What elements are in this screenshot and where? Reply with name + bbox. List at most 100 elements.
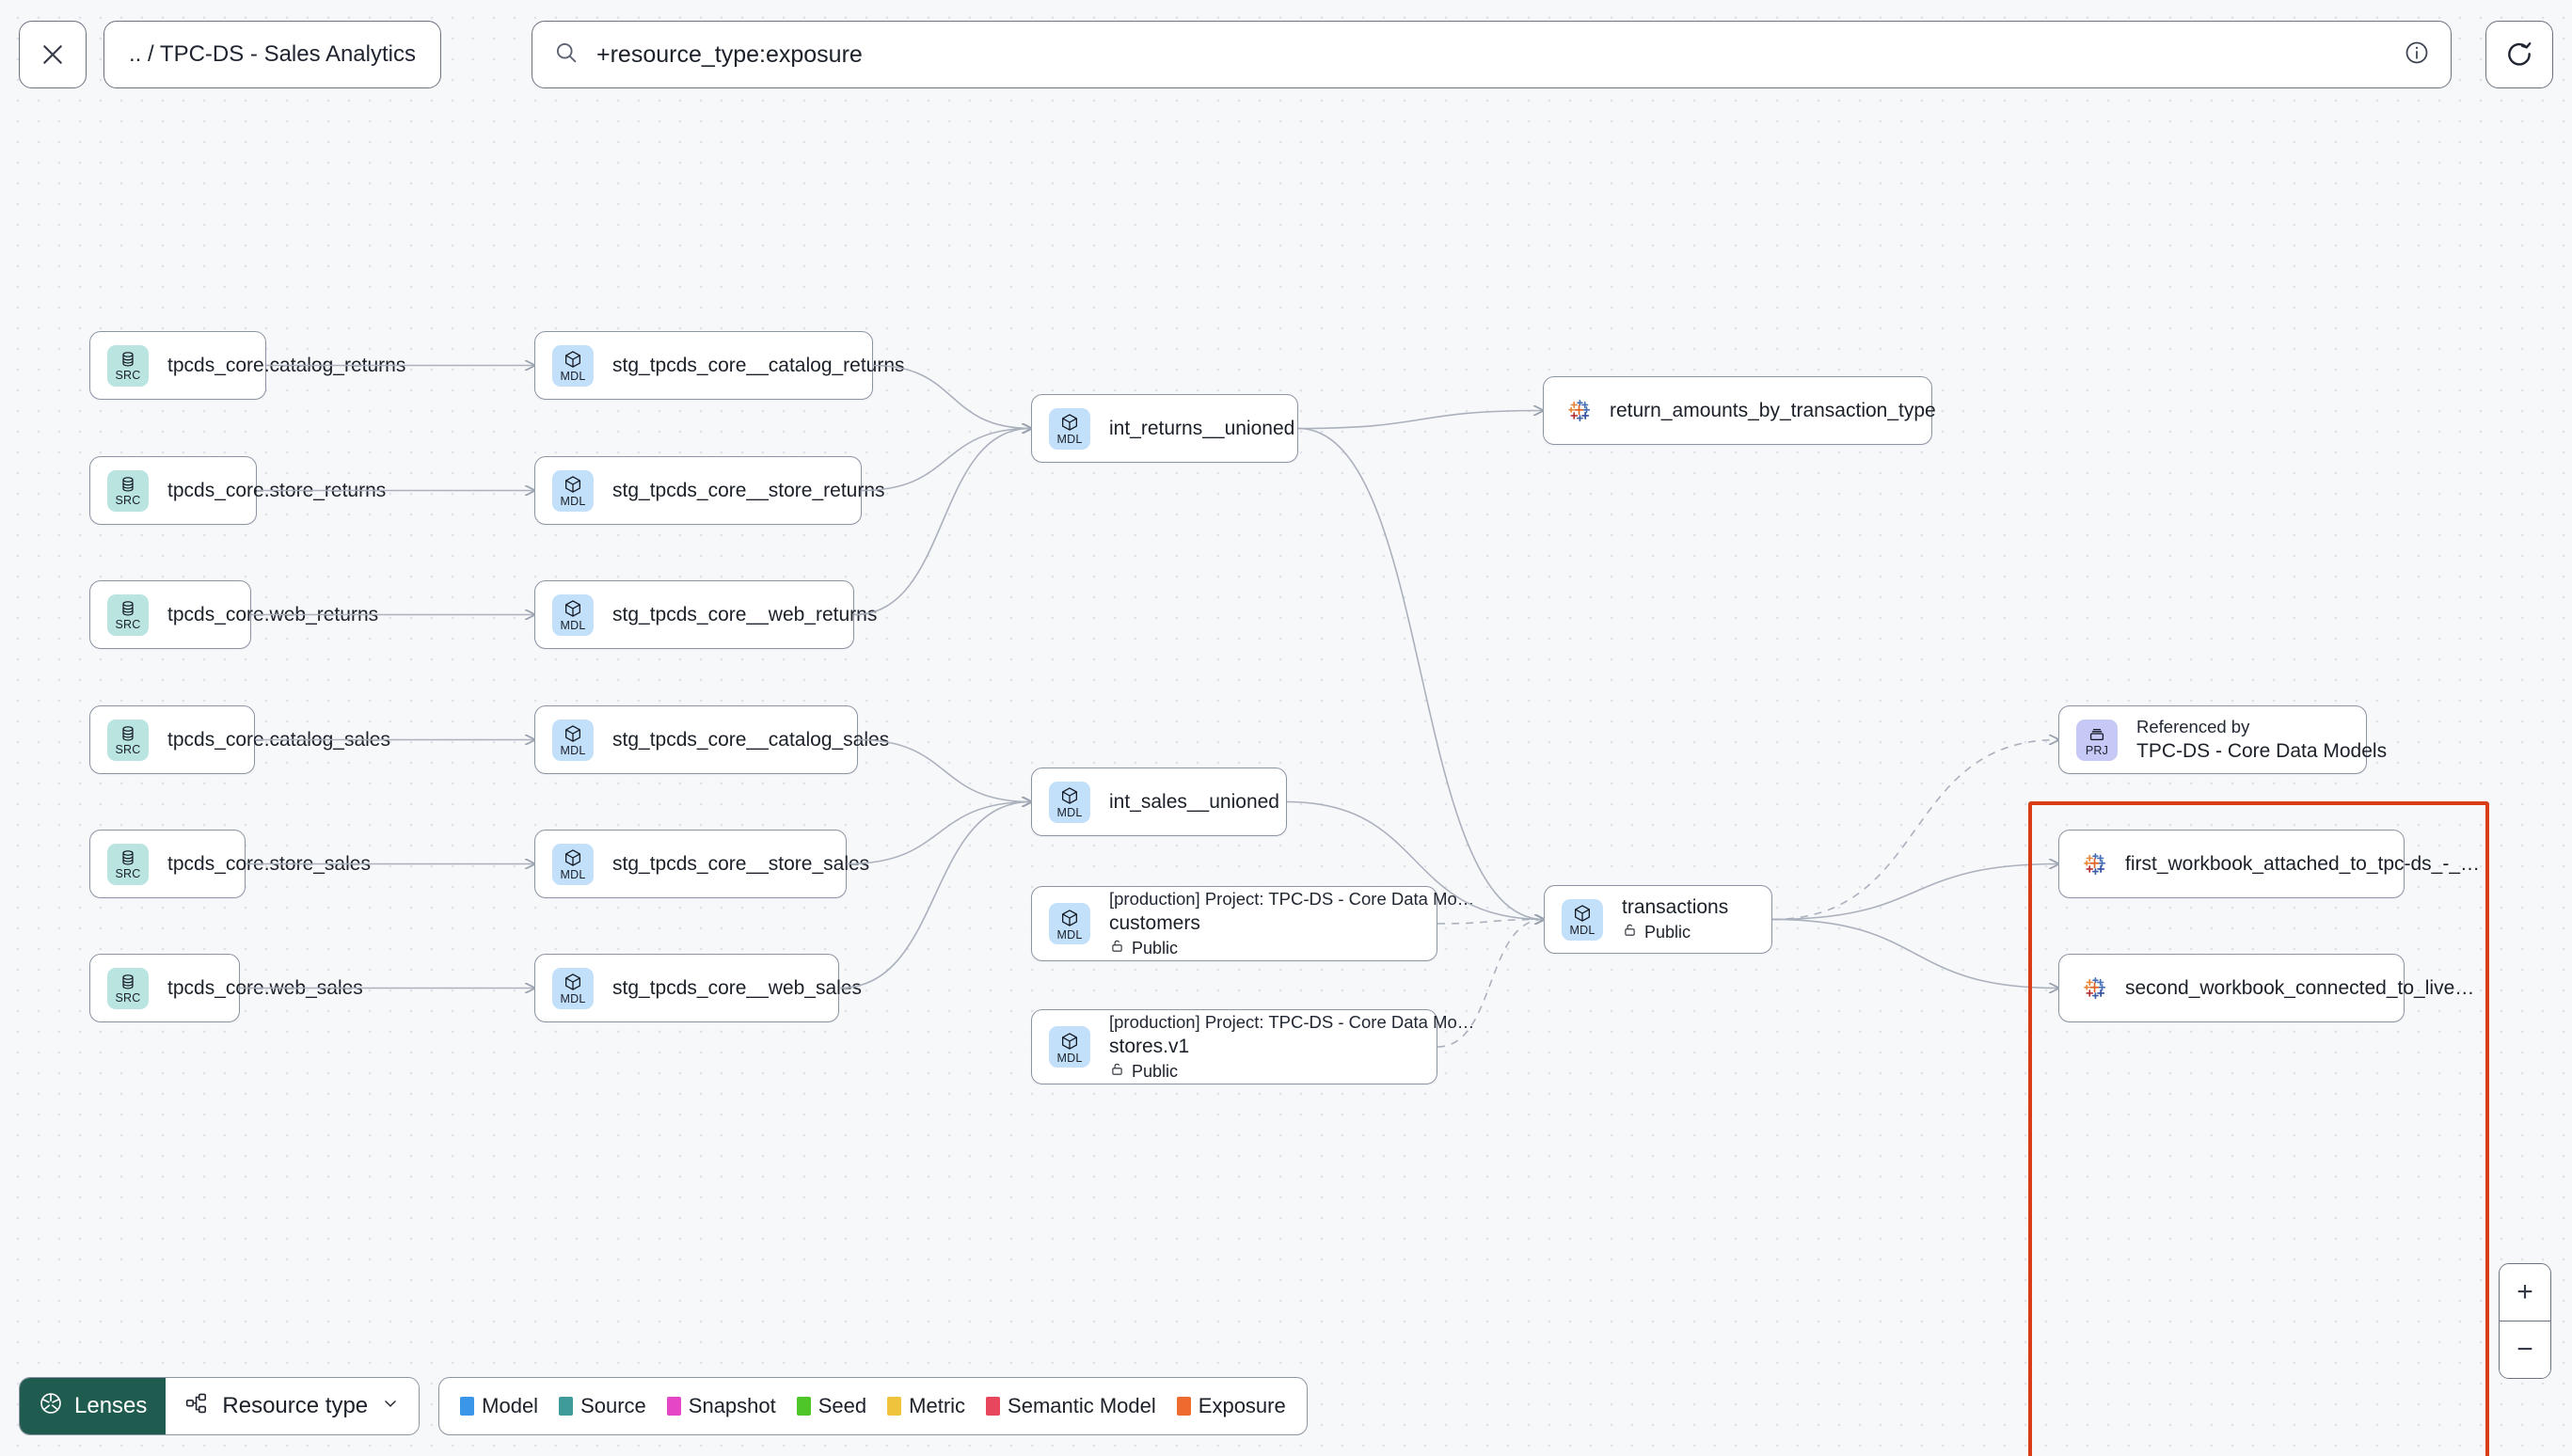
node-title: tpcds_core.catalog_returns [167, 354, 406, 376]
legend-item[interactable]: Source [559, 1394, 646, 1418]
resource-type-dropdown[interactable]: Resource type [166, 1378, 420, 1434]
source-badge-icon: SRC [107, 719, 149, 761]
legend-swatch [1176, 1397, 1191, 1416]
node-title: stg_tpcds_core__web_returns [612, 603, 878, 625]
model-badge-icon: MDL [552, 967, 594, 1009]
model-badge-icon: MDL [552, 469, 594, 512]
node-title: second_workbook_connected_to_live… [2125, 976, 2475, 999]
search-bar[interactable] [531, 21, 2452, 88]
breadcrumb-label: .. / TPC-DS - Sales Analytics [129, 41, 416, 67]
bottom-controls: Lenses Resource type [19, 1377, 1308, 1435]
graph-node-stg_store_returns[interactable]: MDL stg_tpcds_core__store_returns [534, 456, 885, 525]
legend-swatch [887, 1397, 902, 1416]
graph-node-stores_v1[interactable]: MDL [production] Project: TPC-DS - Core D… [1031, 1009, 1475, 1084]
legend-swatch [460, 1397, 475, 1416]
legend-label: Source [580, 1394, 646, 1417]
legend-item[interactable]: Metric [887, 1394, 965, 1418]
project-badge-icon: PRJ [2076, 719, 2118, 761]
unlock-icon [1109, 1061, 1125, 1082]
node-title: TPC-DS - Core Data Models [2136, 740, 2388, 762]
legend-item[interactable]: Exposure [1176, 1394, 1286, 1418]
node-title: stores.v1 [1109, 1036, 1190, 1057]
node-title: stg_tpcds_core__catalog_returns [612, 354, 905, 376]
search-icon [553, 40, 579, 71]
graph-node-src_catalog_returns[interactable]: SRC tpcds_core.catalog_returns [89, 331, 406, 400]
legend-label: Exposure [1198, 1394, 1286, 1417]
graph-node-src_catalog_sales[interactable]: SRC tpcds_core.catalog_sales [89, 705, 390, 774]
zoom-in-button[interactable]: + [2500, 1263, 2550, 1321]
aperture-icon [39, 1391, 63, 1422]
node-title: int_sales__unioned [1109, 790, 1279, 813]
model-badge-icon: MDL [552, 593, 594, 636]
zoom-out-button[interactable]: − [2500, 1321, 2550, 1378]
source-badge-icon: SRC [107, 344, 149, 387]
legend-item[interactable]: Model [460, 1394, 538, 1418]
node-subtitle: [production] Project: TPC-DS - Core Data… [1109, 1012, 1475, 1032]
graph-node-stg_web_returns[interactable]: MDL stg_tpcds_core__web_returns [534, 580, 878, 649]
legend-item[interactable]: Semantic Model [986, 1394, 1156, 1418]
legend-label: Model [482, 1394, 539, 1417]
node-access-label: Public [1109, 938, 1420, 958]
source-badge-icon: SRC [107, 843, 149, 885]
node-access-label: Public [1109, 1061, 1420, 1082]
model-badge-icon: MDL [1049, 903, 1090, 944]
breadcrumb[interactable]: .. / TPC-DS - Sales Analytics [103, 21, 441, 88]
legend-swatch [986, 1397, 1001, 1416]
search-input[interactable] [595, 40, 2387, 69]
model-badge-icon: MDL [552, 719, 594, 761]
close-button[interactable] [19, 21, 87, 88]
graph-node-prj_core_models[interactable]: PRJ Referenced by TPC-DS - Core Data Model… [2058, 705, 2388, 774]
node-title: customers [1109, 912, 1200, 934]
node-title: tpcds_core.catalog_sales [167, 728, 390, 751]
hierarchy-icon [184, 1391, 209, 1422]
legend-item[interactable]: Snapshot [666, 1394, 776, 1418]
legend-label: Metric [909, 1394, 966, 1417]
graph-node-customers[interactable]: MDL [production] Project: TPC-DS - Core D… [1031, 886, 1475, 961]
legend-item[interactable]: Seed [796, 1394, 866, 1418]
lens-group: Lenses Resource type [19, 1377, 421, 1435]
node-title: stg_tpcds_core__web_sales [612, 976, 863, 999]
model-badge-icon: MDL [552, 843, 594, 885]
node-title: int_returns__unioned [1109, 417, 1295, 439]
info-icon[interactable] [2404, 40, 2430, 71]
graph-node-exp_first_workbook[interactable]: first_workbook_attached_to_tpc-ds_-_… [2058, 830, 2480, 898]
graph-node-return_amounts[interactable]: return_amounts_by_transaction_type [1543, 376, 1936, 445]
zoom-divider [2500, 1320, 2550, 1321]
node-subtitle: Referenced by [2136, 717, 2250, 736]
node-title: stg_tpcds_core__catalog_sales [612, 728, 890, 751]
refresh-button[interactable] [2485, 21, 2553, 88]
node-subtitle: [production] Project: TPC-DS - Core Data… [1109, 889, 1475, 909]
node-title: stg_tpcds_core__store_returns [612, 479, 885, 501]
close-icon [39, 40, 67, 69]
graph-node-stg_web_sales[interactable]: MDL stg_tpcds_core__web_sales [534, 954, 863, 1022]
model-badge-icon: MDL [1562, 898, 1603, 941]
node-title: tpcds_core.web_returns [167, 603, 379, 625]
node-title: tpcds_core.store_returns [167, 479, 387, 501]
unlock-icon [1109, 938, 1125, 958]
node-title: tpcds_core.web_sales [167, 976, 363, 999]
unlock-icon [1622, 922, 1638, 942]
graph-node-exp_second_workbook[interactable]: second_workbook_connected_to_live… [2058, 954, 2475, 1022]
legend-label: Semantic Model [1008, 1394, 1156, 1417]
zoom-controls: + − [2499, 1262, 2551, 1379]
lenses-label: Lenses [74, 1393, 148, 1418]
lenses-button[interactable]: Lenses [20, 1378, 167, 1434]
node-title: return_amounts_by_transaction_type [1610, 399, 1936, 421]
model-badge-icon: MDL [1049, 1026, 1090, 1068]
resource-type-label: Resource type [222, 1393, 369, 1418]
legend-swatch [559, 1397, 574, 1416]
graph-node-stg_catalog_sales[interactable]: MDL stg_tpcds_core__catalog_sales [534, 705, 890, 774]
node-access-label: Public [1622, 922, 1728, 942]
legend-swatch [666, 1397, 681, 1416]
top-toolbar: .. / TPC-DS - Sales Analytics [0, 0, 2572, 109]
